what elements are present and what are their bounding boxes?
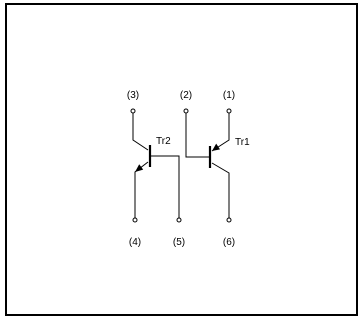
tr1-base-wire: [185, 113, 209, 158]
pin-label-1: (1): [223, 90, 235, 101]
pin-label-6: (6): [223, 237, 235, 248]
pin-label-4: (4): [129, 237, 141, 248]
diagram-frame: [5, 3, 358, 316]
tr1-emitter-arrow: [212, 143, 220, 151]
tr1-collector-wire: [211, 162, 230, 218]
pin-terminal-4: [132, 217, 138, 223]
transistor-tr1: [185, 113, 230, 218]
tr2-emitter-arrow: [135, 164, 144, 172]
tr2-collector-wire: [132, 113, 149, 151]
tr1-emitter-wire: [211, 113, 230, 152]
pin-terminal-5: [176, 217, 182, 223]
tr2-label: Tr2: [156, 136, 171, 147]
pin-terminal-6: [226, 217, 232, 223]
pin-terminal-3: [130, 108, 136, 114]
pin-terminal-1: [226, 108, 232, 114]
tr1-label: Tr1: [235, 137, 250, 148]
pin-label-5: (5): [173, 237, 185, 248]
pin-label-2: (2): [180, 90, 192, 101]
transistor-tr2: [132, 113, 180, 218]
tr2-base-wire: [150, 155, 180, 218]
pin-label-3: (3): [127, 90, 139, 101]
pin-terminal-2: [183, 108, 189, 114]
